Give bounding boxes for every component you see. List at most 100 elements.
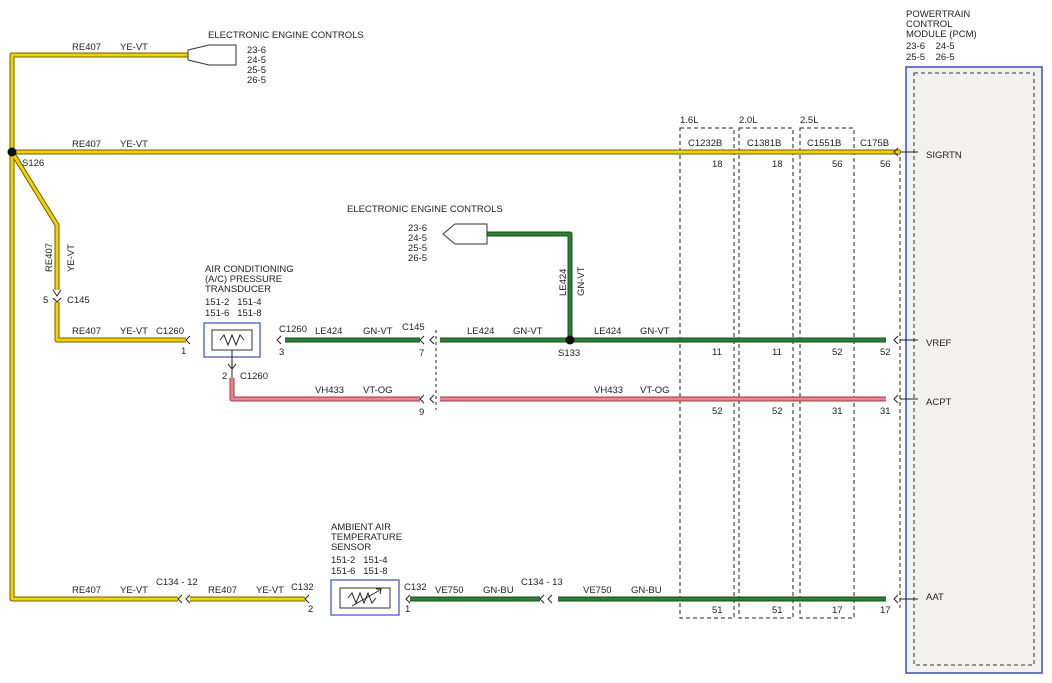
pcm-pin-vref: VREF: [926, 338, 952, 349]
engine-connector-20: C1381B: [747, 138, 781, 149]
c132-left-pin: 2: [308, 604, 313, 615]
c134-12-arrow2-icon: [185, 594, 191, 604]
c145-top-arrow2-icon: [52, 297, 62, 303]
wire-le424-a-color: GN-VT: [363, 326, 393, 337]
pin-16-vref: 11: [712, 347, 722, 358]
pcm-module: POWERTRAIN CONTROL MODULE (PCM) 23-6 24-…: [905, 9, 1043, 674]
pin-pcm-sigrtn: 56: [880, 159, 891, 170]
aat-refs-2: 151-6 151-8: [331, 566, 388, 577]
pin-16-aat: 51: [712, 605, 723, 616]
c1260-left-pin: 1: [181, 346, 186, 357]
c1260-right-pin: 3: [279, 347, 284, 358]
c145-vref-arrow2-icon: [429, 335, 435, 345]
eec-top-title: ELECTRONIC ENGINE CONTROLS: [208, 30, 364, 41]
pcm-title-3: MODULE (PCM): [906, 29, 977, 40]
c145-vref-arrow-icon: [419, 335, 425, 345]
green-wires: [285, 231, 886, 602]
wire-ve750-a-circuit: VE750: [435, 585, 464, 596]
engine-label-25: 2.5L: [800, 115, 819, 126]
wire-re407-top-color: YE-VT: [120, 42, 148, 53]
ac-title-3: TRANSDUCER: [205, 284, 271, 295]
ac-refs-1: 151-2 151-4: [205, 297, 262, 308]
pin-pcm-aat: 17: [880, 605, 891, 616]
c134-13-arrow-icon: [539, 594, 545, 604]
pin-16-sigrtn: 18: [712, 159, 723, 170]
wire-re407-ac-color: YE-VT: [120, 326, 148, 337]
pin-16-acpt: 52: [712, 406, 723, 417]
arrow-acpt-icon: [893, 394, 899, 404]
c132-right-name: C132: [404, 582, 427, 593]
wire-re407-bot2-color: YE-VT: [256, 585, 284, 596]
wire-le424-vert-color: GN-VT: [576, 266, 587, 296]
pcm-pin-aat: AAT: [926, 592, 944, 603]
pin-pcm-vref: 52: [880, 347, 891, 358]
c132-right-pin: 1: [405, 604, 410, 615]
resistor-icon: [219, 333, 245, 347]
engine-connector-16: C1232B: [688, 138, 722, 149]
ac-title-1: AIR CONDITIONING: [205, 264, 294, 275]
arrow-vref-icon: [893, 335, 899, 345]
pink-wires: [229, 378, 886, 402]
ac-title-2: (A/C) PRESSURE: [205, 274, 282, 285]
engine-box-25: [799, 127, 855, 619]
eec-top-ref-4: 26-5: [247, 75, 266, 86]
wire-re407-ac-circuit: RE407: [72, 326, 101, 337]
c1260-right-name: C1260: [279, 324, 307, 335]
pin-20-vref: 11: [772, 347, 782, 358]
engine-connector-25: C1551B: [807, 138, 841, 149]
eec-top-connector-shape: [187, 44, 237, 66]
yellow-wires: [9, 52, 900, 602]
c134-connectors: C134 - 12 C134 - 13: [156, 577, 563, 604]
engine-variant-boxes: [679, 127, 855, 619]
ac-inner-box: [211, 329, 253, 351]
pcm-refs-1: 23-6 24-5: [906, 41, 955, 52]
engine-box-20: [738, 127, 794, 619]
pin-25-sigrtn: 56: [832, 159, 843, 170]
wire-re407-diag-color: YE-VT: [66, 244, 77, 272]
c145-acpt-arrow2-icon: [429, 394, 435, 404]
pin-25-aat: 17: [832, 605, 843, 616]
ac-refs-2: 151-6 151-8: [205, 308, 262, 319]
c132-right-arrow-icon: [405, 594, 411, 604]
aat-title-3: SENSOR: [331, 542, 371, 553]
pin-pcm-acpt: 31: [880, 406, 891, 417]
splice-s133-label: S133: [558, 348, 580, 359]
c145-top-arrow-icon: [52, 289, 62, 297]
eec-mid-ref-3: 25-5: [408, 243, 427, 254]
eec-mid-ref-1: 23-6: [408, 223, 427, 234]
aat-title-2: TEMPERATURE: [331, 532, 402, 543]
arrow-sigrtn-icon: [893, 147, 899, 157]
wire-re407-sig-color: YE-VT: [120, 139, 148, 150]
ac-pressure-transducer: AIR CONDITIONING (A/C) PRESSURE TRANSDUC…: [156, 264, 307, 382]
c134-13-arrow2-icon: [547, 594, 553, 604]
c1260-left-name: C1260: [156, 326, 184, 337]
pin-20-acpt: 52: [772, 406, 783, 417]
pcm-pin-acpt: ACPT: [926, 397, 952, 408]
c145-acpt-arrow-icon: [419, 394, 425, 404]
pcm-title-1: POWERTRAIN: [906, 9, 970, 20]
c145-mid: C145 7 9: [402, 322, 437, 418]
pcm-pin-sigrtn: SIGRTN: [926, 150, 962, 161]
engine-label-16: 1.6L: [680, 115, 699, 126]
wire-re407-bot1-circuit: RE407: [72, 585, 101, 596]
pin-20-aat: 51: [772, 605, 783, 616]
eec-mid-connector: ELECTRONIC ENGINE CONTROLS 23-6 24-5 25-…: [347, 204, 503, 264]
pcm-inner-box: [913, 72, 1035, 666]
wire-le424-vert-circuit: LE424: [558, 269, 569, 296]
eec-top-ref-3: 25-5: [247, 65, 266, 76]
wire-ve750-b-color: GN-BU: [631, 585, 662, 596]
c1260-bottom-arrow-icon: [227, 363, 237, 370]
wire-ve750-b-circuit: VE750: [583, 585, 612, 596]
ambient-air-temp-sensor: AMBIENT AIR TEMPERATURE SENSOR 151-2 151…: [291, 522, 427, 616]
c134-12-arrow-icon: [177, 594, 183, 604]
c145-top: 5 C145: [43, 289, 90, 306]
wire-re407-bot2-circuit: RE407: [208, 585, 237, 596]
c1260-bottom-pin: 2: [222, 371, 227, 382]
splice-s126-dot: [7, 147, 17, 157]
eec-mid-title: ELECTRONIC ENGINE CONTROLS: [347, 204, 503, 215]
wire-re407-top-circuit: RE407: [72, 42, 101, 53]
c145-mid-pin-vref: 7: [419, 348, 424, 359]
pcm-refs-2: 25-5 26-5: [906, 52, 955, 63]
aat-refs-1: 151-2 151-4: [331, 555, 388, 566]
